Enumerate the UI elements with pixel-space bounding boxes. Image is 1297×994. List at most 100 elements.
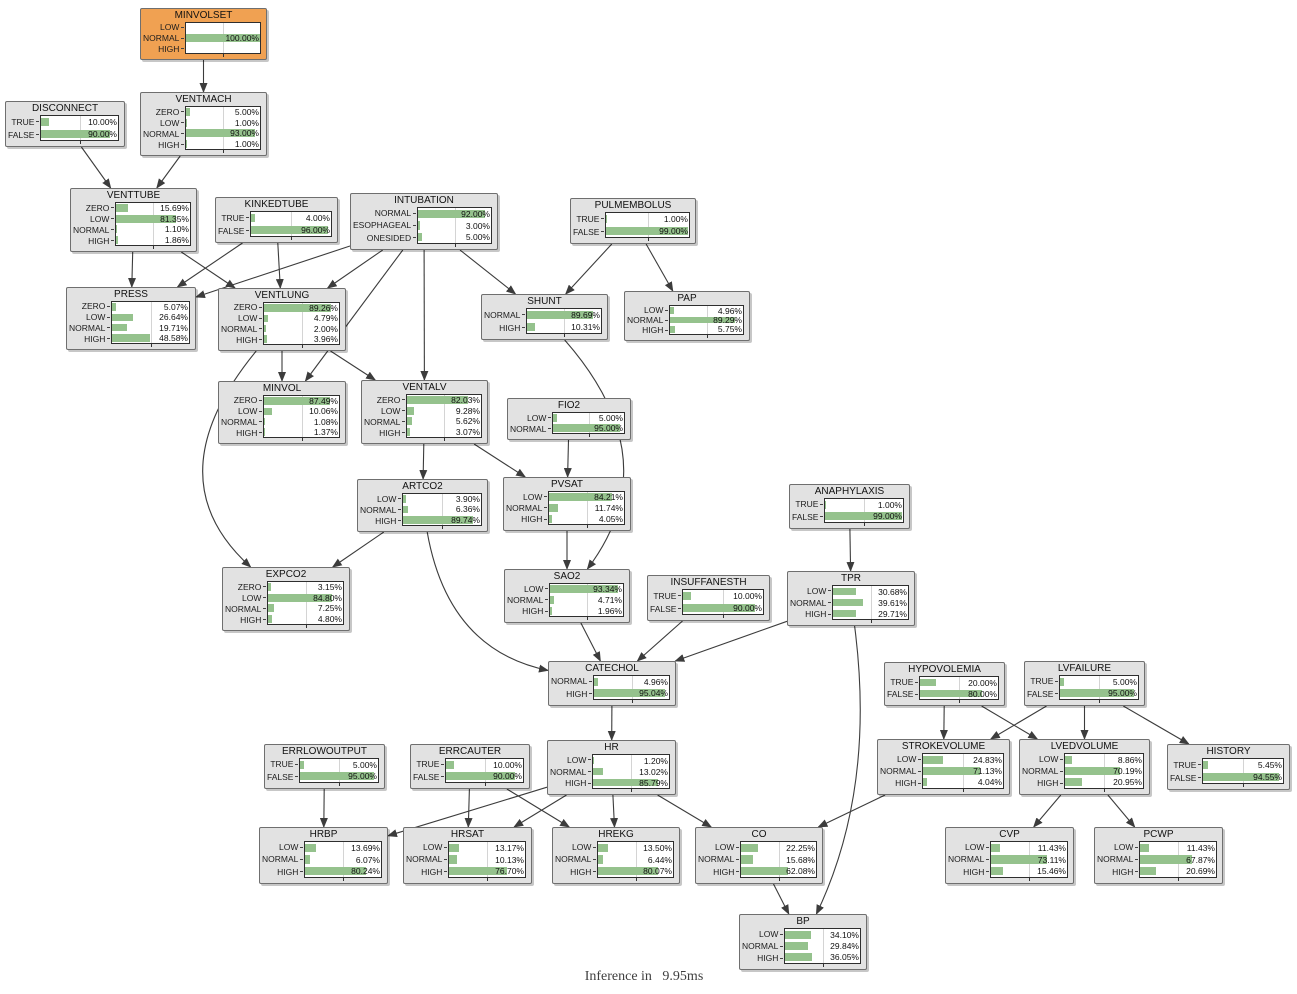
state-label: NORMAL <box>406 853 448 865</box>
probability-row: 34.10% <box>785 929 860 940</box>
prob-value: 1.08% <box>313 416 338 427</box>
gridline <box>864 499 866 522</box>
probability-row: 4.71% <box>550 595 623 606</box>
prob-bar <box>991 866 1004 876</box>
axis-tick <box>1060 782 1064 784</box>
node-title: VENTMACH <box>175 94 232 105</box>
x-axis-tick <box>1178 878 1180 881</box>
probability-row: 4.80% <box>268 614 343 625</box>
axis-tick <box>111 229 115 230</box>
prob-bar <box>300 760 305 769</box>
prob-bar <box>785 930 811 939</box>
state-label: NORMAL <box>73 224 115 235</box>
state-label: FALSE <box>1027 688 1059 701</box>
axis-tick <box>601 218 605 219</box>
probability-plot: 5.00%95.00% <box>299 758 379 786</box>
axis-tick <box>402 399 406 400</box>
probability-row: 89.74% <box>403 515 481 525</box>
probability-row: 1.10% <box>116 224 190 235</box>
node-title: HR <box>604 742 619 753</box>
probability-row: 5.00% <box>418 231 491 243</box>
prob-bar <box>305 843 316 853</box>
state-label-text: HIGH <box>565 778 587 789</box>
prob-value: 11.43% <box>1037 842 1066 853</box>
state-label: TRUE <box>792 498 824 511</box>
prob-bar <box>923 755 944 764</box>
axis-tick <box>589 693 593 695</box>
state-label-text: HIGH <box>277 866 299 877</box>
probability-row: 4.04% <box>923 777 1003 788</box>
probability-plot: 1.00%99.00% <box>605 212 690 241</box>
prob-bar <box>1065 755 1073 764</box>
state-label: LOW <box>880 753 922 765</box>
probability-row: 100.00% <box>186 33 260 43</box>
prob-value: 11.74% <box>594 503 623 513</box>
probability-plot: 84.21%11.74%4.05% <box>548 491 625 528</box>
prob-value: 13.02% <box>639 766 668 777</box>
state-label-text: FALSE <box>887 689 914 699</box>
prob-value: 29.84% <box>830 940 859 951</box>
axis-tick <box>441 776 445 778</box>
axis-tick <box>181 26 185 28</box>
prob-bar <box>593 778 659 787</box>
prob-value: 7.25% <box>317 603 342 614</box>
probability-row: 94.55% <box>1203 771 1283 783</box>
state-label: TRUE <box>218 211 250 224</box>
axis-tick <box>1055 680 1059 682</box>
prob-value: 10.13% <box>495 854 524 865</box>
probability-row: 82.03% <box>407 395 481 406</box>
state-label-text: LOW <box>965 842 985 853</box>
prob-bar <box>785 953 813 962</box>
state-label: NORMAL <box>627 315 669 325</box>
state-label-text: NORMAL <box>262 854 299 865</box>
state-label: LOW <box>406 841 448 853</box>
state-label-text: HIGH <box>421 866 443 877</box>
state-label: HIGH <box>790 608 832 620</box>
state-label: TRUE <box>8 115 40 128</box>
state-label-text: HIGH <box>805 609 827 620</box>
probability-row: 48.58% <box>112 333 189 343</box>
state-label-text: ZERO <box>376 394 401 405</box>
probability-row: 5.45% <box>1203 759 1283 771</box>
